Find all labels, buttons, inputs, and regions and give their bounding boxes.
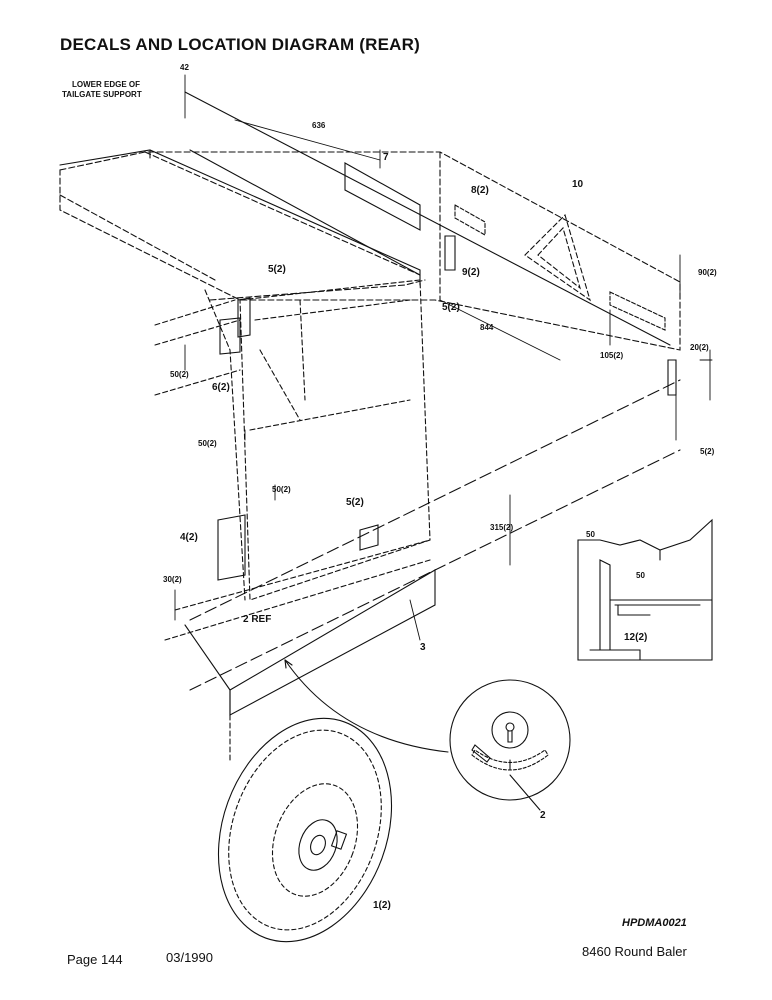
callout-8: 8(2) <box>471 185 489 196</box>
tailgate-side-panel <box>154 279 431 641</box>
dim-50-b: 50(2) <box>198 439 217 448</box>
dim-50-a: 50(2) <box>170 370 189 379</box>
decal-8 <box>454 204 486 236</box>
baler-lower-body <box>184 379 681 761</box>
dim-50-inset-b: 50 <box>636 571 645 580</box>
detail-circle <box>449 679 571 811</box>
callout-9: 9(2) <box>462 267 480 278</box>
dimension-lines <box>174 74 713 641</box>
figure-id: HPDMA0021 <box>622 917 687 929</box>
wheel <box>217 717 393 943</box>
dim-20: 20(2) <box>690 343 709 352</box>
revision-date: 03/1990 <box>166 950 213 965</box>
callout-1: 1(2) <box>373 900 391 911</box>
callout-6: 6(2) <box>212 382 230 393</box>
decal-7 <box>344 162 421 231</box>
tailgate-support-note: LOWER EDGE OF TAILGATE SUPPORT <box>62 80 142 99</box>
dim-844: 844 <box>480 323 494 332</box>
callout-12: 12(2) <box>624 632 647 643</box>
dim-50-inset-a: 50 <box>586 530 595 539</box>
dim-5: 5(2) <box>700 447 715 456</box>
callout-5-mid: 5(2) <box>442 302 460 313</box>
page-title: DECALS AND LOCATION DIAGRAM (REAR) <box>60 35 420 54</box>
callout-2-ref: 2 REF <box>243 614 271 625</box>
callout-10: 10 <box>572 179 584 190</box>
callout-4: 4(2) <box>180 532 198 543</box>
callout-labels: 7 8(2) 10 9(2) 5(2) 5(2) 5(2) 6(2) 4(2) … <box>180 152 647 911</box>
callout-5-low: 5(2) <box>346 497 364 508</box>
dim-30: 30(2) <box>163 575 182 584</box>
decal-9 <box>444 235 456 271</box>
decal-right-edge <box>667 359 677 396</box>
callout-5-top: 5(2) <box>268 264 286 275</box>
callout-2: 2 <box>540 810 546 821</box>
page-number: Page 144 <box>67 952 123 967</box>
decal-4 <box>217 514 246 581</box>
dim-315: 315(2) <box>490 523 513 532</box>
model-name: 8460 Round Baler <box>582 944 687 959</box>
dim-50-c: 50(2) <box>272 485 291 494</box>
decal-10-triangle <box>524 213 591 302</box>
callout-arrow-curve <box>284 659 449 753</box>
callout-7: 7 <box>383 152 389 163</box>
note-line-1: LOWER EDGE OF <box>72 80 140 89</box>
callout-3: 3 <box>420 642 426 653</box>
decal-right-rect <box>609 291 666 331</box>
dimension-labels: 42 636 844 90(2) 20(2) 105(2) 5(2) 50(2)… <box>163 63 717 584</box>
dim-105: 105(2) <box>600 351 623 360</box>
dim-42: 42 <box>180 63 189 72</box>
tailgate-rails <box>59 91 671 346</box>
dim-636: 636 <box>312 121 326 130</box>
decal-5a <box>237 297 251 338</box>
decal-5c <box>359 524 379 551</box>
inset-detail <box>577 518 713 661</box>
note-line-2: TAILGATE SUPPORT <box>62 90 142 99</box>
tailgate-top-frame <box>59 151 681 351</box>
dim-90: 90(2) <box>698 268 717 277</box>
decal-6 <box>219 317 241 355</box>
